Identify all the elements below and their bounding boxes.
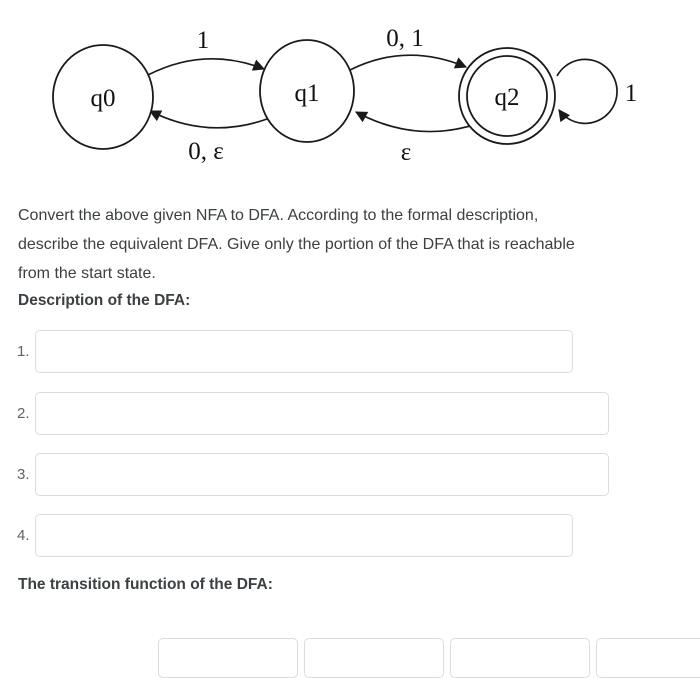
transition-q2-to-q1	[354, 111, 471, 133]
transition-label-q2-q1: ε	[401, 139, 412, 166]
transition-table-input-3[interactable]	[450, 638, 590, 678]
state-q0-label: q0	[91, 85, 116, 112]
transition-label-q0-q1: 1	[197, 27, 210, 54]
description-item-number-2: 2.	[17, 405, 30, 422]
description-item-number-3: 3.	[17, 466, 30, 483]
state-q2-label: q2	[495, 84, 520, 111]
transition-label-q2-self: 1	[625, 80, 638, 107]
question-prompt-line-3: from the start state.	[18, 265, 156, 282]
dfa-description-input-4[interactable]	[35, 514, 573, 557]
state-q0-circle	[52, 44, 154, 150]
transition-function-heading: The transition function of the DFA:	[18, 576, 273, 593]
transition-label-q1-q0: 0, ε	[188, 138, 224, 165]
question-prompt-line-2: describe the equivalent DFA. Give only t…	[18, 236, 575, 253]
dfa-description-input-3[interactable]	[35, 453, 609, 496]
transition-q1-to-q0	[148, 110, 268, 129]
state-q1-circle	[259, 39, 355, 143]
state-q1-label: q1	[295, 80, 320, 107]
transition-table-input-2[interactable]	[304, 638, 444, 678]
nfa-diagram: q0 q1 q2 1 0, ε 0, 1 ε 1	[52, 25, 638, 166]
state-q2-inner-circle	[466, 55, 548, 137]
transition-table-input-1[interactable]	[158, 638, 298, 678]
transition-q0-to-q1	[147, 58, 266, 76]
transition-q2-self-loop	[556, 58, 618, 125]
question-prompt-line-1: Convert the above given NFA to DFA. Acco…	[18, 207, 539, 224]
dfa-description-heading: Description of the DFA:	[18, 292, 191, 309]
description-item-number-1: 1.	[17, 343, 30, 360]
description-item-number-4: 4.	[17, 527, 30, 544]
dfa-description-input-1[interactable]	[35, 330, 573, 373]
transition-q1-to-q2	[349, 54, 468, 71]
dfa-description-input-2[interactable]	[35, 392, 609, 435]
transition-label-q1-q2: 0, 1	[386, 25, 424, 52]
transition-table-input-4[interactable]	[596, 638, 700, 678]
question-prompt: Convert the above given NFA to DFA. Acco…	[18, 201, 678, 288]
